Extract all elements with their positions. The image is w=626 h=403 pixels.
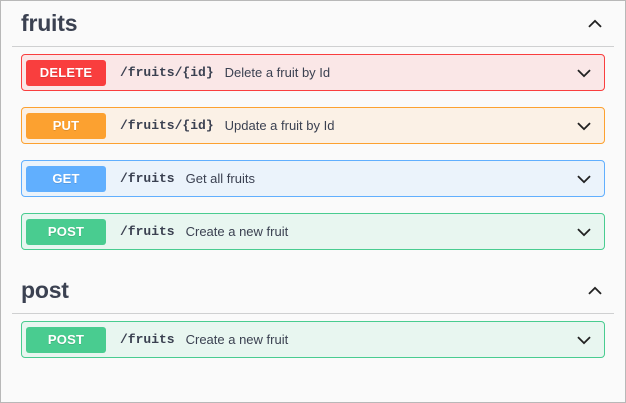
operation-summary: Get all fruits [185, 171, 255, 186]
tag-section-post: post POST /fruits Create a new fruit [12, 268, 614, 358]
chevron-down-icon[interactable] [574, 169, 594, 189]
chevron-down-icon[interactable] [574, 330, 594, 350]
operation-path: /fruits [120, 332, 175, 347]
http-method-badge: POST [26, 326, 106, 353]
chevron-up-icon[interactable] [585, 14, 605, 34]
operation-path: /fruits [120, 224, 175, 239]
operation-summary: Delete a fruit by Id [224, 65, 331, 80]
operation-row[interactable]: POST /fruits Create a new fruit [21, 213, 605, 250]
tag-body-fruits: DELETE /fruits/{id} Delete a fruit by Id… [12, 47, 614, 250]
chevron-down-icon[interactable] [574, 63, 594, 83]
tag-header-post[interactable]: post [12, 268, 614, 314]
chevron-down-icon[interactable] [574, 222, 594, 242]
operation-path: /fruits [120, 171, 175, 186]
operation-path: /fruits/{id} [120, 65, 214, 80]
tag-title: fruits [21, 10, 78, 36]
operation-summary: Create a new fruit [185, 332, 289, 347]
tag-title: post [21, 277, 69, 303]
http-method-badge: POST [26, 218, 106, 245]
http-method-badge: PUT [26, 112, 106, 139]
operation-summary: Create a new fruit [185, 224, 289, 239]
http-method-badge: DELETE [26, 59, 106, 86]
http-method-badge: GET [26, 165, 106, 192]
tag-header-fruits[interactable]: fruits [12, 1, 614, 47]
operation-row[interactable]: POST /fruits Create a new fruit [21, 321, 605, 358]
section-spacer [12, 250, 614, 268]
operation-path: /fruits/{id} [120, 118, 214, 133]
operation-row[interactable]: PUT /fruits/{id} Update a fruit by Id [21, 107, 605, 144]
tag-body-post: POST /fruits Create a new fruit [12, 314, 614, 358]
operation-summary: Update a fruit by Id [224, 118, 335, 133]
tag-section-fruits: fruits DELETE /fruits/{id} Delete a frui… [12, 1, 614, 250]
operation-row[interactable]: GET /fruits Get all fruits [21, 160, 605, 197]
chevron-up-icon[interactable] [585, 281, 605, 301]
chevron-down-icon[interactable] [574, 116, 594, 136]
operation-row[interactable]: DELETE /fruits/{id} Delete a fruit by Id [21, 54, 605, 91]
